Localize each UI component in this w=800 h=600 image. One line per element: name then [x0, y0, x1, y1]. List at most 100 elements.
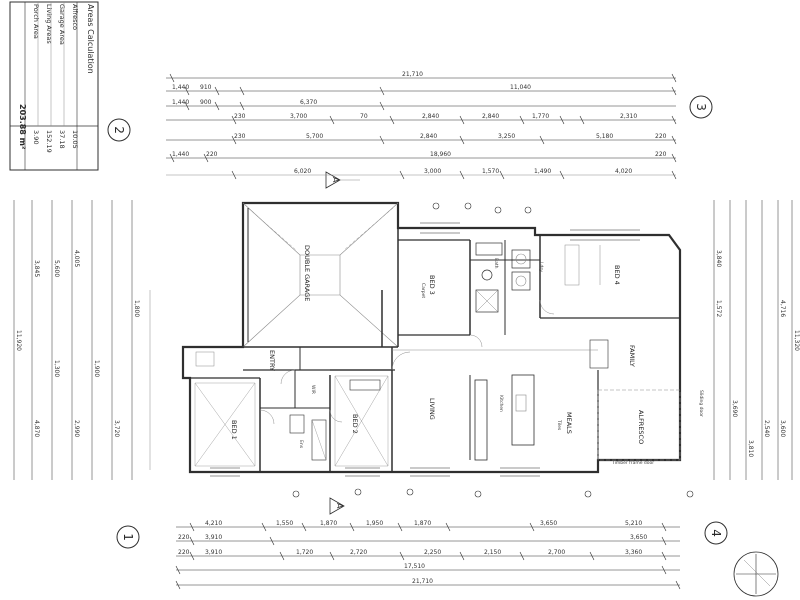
grid-marker-1: 1: [116, 525, 140, 549]
dim-bottom: 21,710: [412, 578, 433, 585]
dim-left: 5,600: [53, 260, 60, 277]
dim-top: 230: [234, 133, 246, 140]
bottom-dimensions: 4,210 1,550 1,870 1,950 1,870 3,650 5,21…: [175, 520, 681, 590]
dim-bottom: 1,550: [276, 520, 293, 527]
room-label-tiles: Tiles: [556, 419, 562, 431]
dim-right: 1,572: [715, 300, 722, 317]
dim-top: 3,250: [498, 133, 515, 140]
grid-marker-4: 4: [704, 521, 728, 545]
area-row-label: Garage Area: [58, 4, 66, 45]
dim-bottom: 17,510: [404, 563, 425, 570]
dim-bottom: 1,870: [320, 520, 337, 527]
dim-top: 1,490: [534, 168, 551, 175]
section-marker-label: A: [335, 503, 344, 509]
dim-top: 5,180: [596, 133, 613, 140]
dim-top: 3,000: [424, 168, 441, 175]
section-marker-bottom: A: [329, 497, 345, 515]
area-row-value: 10.05: [71, 130, 79, 149]
dim-bottom: 2,720: [350, 549, 367, 556]
dim-left: 1,300: [53, 360, 60, 377]
room-label-bed2: BED 2: [351, 414, 359, 434]
dim-bottom: 3,650: [540, 520, 557, 527]
dim-top: 6,020: [294, 168, 311, 175]
dim-right: 11,320: [793, 330, 800, 351]
top-dimensions: 21,710 1,440 910 11,040 1,440 900 6,370 …: [166, 71, 677, 180]
grid-marker-label: 2: [112, 126, 126, 134]
dim-bottom: 2,700: [548, 549, 565, 556]
dim-top: 4,020: [615, 168, 632, 175]
dim-top: 230: [234, 113, 246, 120]
room-label-wir: WIR: [310, 385, 316, 394]
grid-marker-2: 2: [107, 118, 131, 142]
area-row-label: Porch Area: [32, 4, 40, 39]
dim-left: 3,720: [113, 420, 120, 437]
dim-top: 220: [206, 151, 218, 158]
dim-right: 2,540: [763, 420, 770, 437]
room-label-meals: MEALS: [565, 412, 573, 434]
room-label-bed4: BED 4: [613, 265, 621, 285]
area-row-value: 3.90: [32, 130, 40, 144]
dim-top: 5,700: [306, 133, 323, 140]
dim-top: 1,440: [172, 84, 189, 91]
dim-top: 2,840: [482, 113, 499, 120]
dim-top: 1,570: [482, 168, 499, 175]
dim-bottom: 220: [178, 534, 190, 541]
area-table: Areas Calculation Alfresco 10.05 Garage …: [9, 1, 99, 171]
dim-top: 2,840: [422, 113, 439, 120]
dim-right: 3,840: [715, 250, 722, 267]
dim-left: 11,920: [15, 330, 22, 351]
dim-bottom: 3,910: [205, 534, 222, 541]
dim-top: 6,370: [300, 99, 317, 106]
dim-bottom: 3,910: [205, 549, 222, 556]
room-labels: DOUBLE GARAGE BED 3 Carpet Bath Ldry BED…: [230, 245, 704, 466]
room-label-family: FAMILY: [628, 345, 636, 367]
dim-bottom: 3,650: [630, 534, 647, 541]
area-table-title: Areas Calculation: [86, 4, 95, 74]
dim-bottom: 1,870: [414, 520, 431, 527]
grid-marker-label: 3: [694, 103, 708, 111]
right-dimensions: 11,320 3,840 4,716 1,572 3,690 3,600 3,8…: [713, 200, 800, 480]
dim-top: 220: [655, 133, 667, 140]
room-label-alfresco: ALFRESCO: [637, 410, 645, 444]
dim-right: 3,810: [747, 440, 754, 457]
area-total: 203.88 m²: [18, 104, 27, 150]
dim-top: 220: [655, 151, 667, 158]
dim-bottom: 5,210: [625, 520, 642, 527]
room-label-bath: Bath: [493, 258, 499, 269]
grid-marker-label: 4: [709, 529, 723, 537]
dim-bottom: 2,250: [424, 549, 441, 556]
dim-top: 900: [200, 99, 212, 106]
room-label-carpet: Carpet: [420, 283, 426, 298]
note-sliding-door: Sliding door: [698, 390, 704, 417]
room-label-bed3: BED 3: [428, 275, 436, 295]
dim-top: 18,960: [430, 151, 451, 158]
dim-top: 1,770: [532, 113, 549, 120]
area-row-label: Alfresco: [71, 4, 79, 30]
spot-markers: [292, 202, 694, 498]
dim-left: 1,800: [133, 300, 140, 317]
floor-plan: [181, 201, 682, 477]
dim-left: 2,990: [73, 420, 80, 437]
dim-top: 1,440: [172, 151, 189, 158]
dim-bottom: 220: [178, 549, 190, 556]
room-label-double-garage: DOUBLE GARAGE: [303, 245, 311, 301]
dim-bottom: 1,720: [296, 549, 313, 556]
dim-right: 4,716: [779, 300, 786, 317]
area-row-value: 152.19: [45, 130, 53, 153]
section-marker-label: A: [331, 177, 340, 183]
section-marker-top: A: [325, 171, 360, 189]
grid-marker-3: 3: [689, 95, 713, 119]
dim-bottom: 2,150: [484, 549, 501, 556]
dim-top: 70: [360, 113, 368, 120]
dim-top-overall: 21,710: [402, 71, 423, 78]
dim-left: 3,845: [33, 260, 40, 277]
dim-top: 1,440: [172, 99, 189, 106]
room-label-kitchen: Kitchen: [498, 395, 504, 412]
room-label-ldry: Ldry: [538, 262, 544, 272]
area-row-label: Living Areas: [45, 4, 53, 44]
room-label-bed1: BED 1: [230, 420, 238, 440]
dim-top: 11,040: [510, 84, 531, 91]
dim-top: 2,840: [420, 133, 437, 140]
dim-left: 4,005: [73, 250, 80, 267]
